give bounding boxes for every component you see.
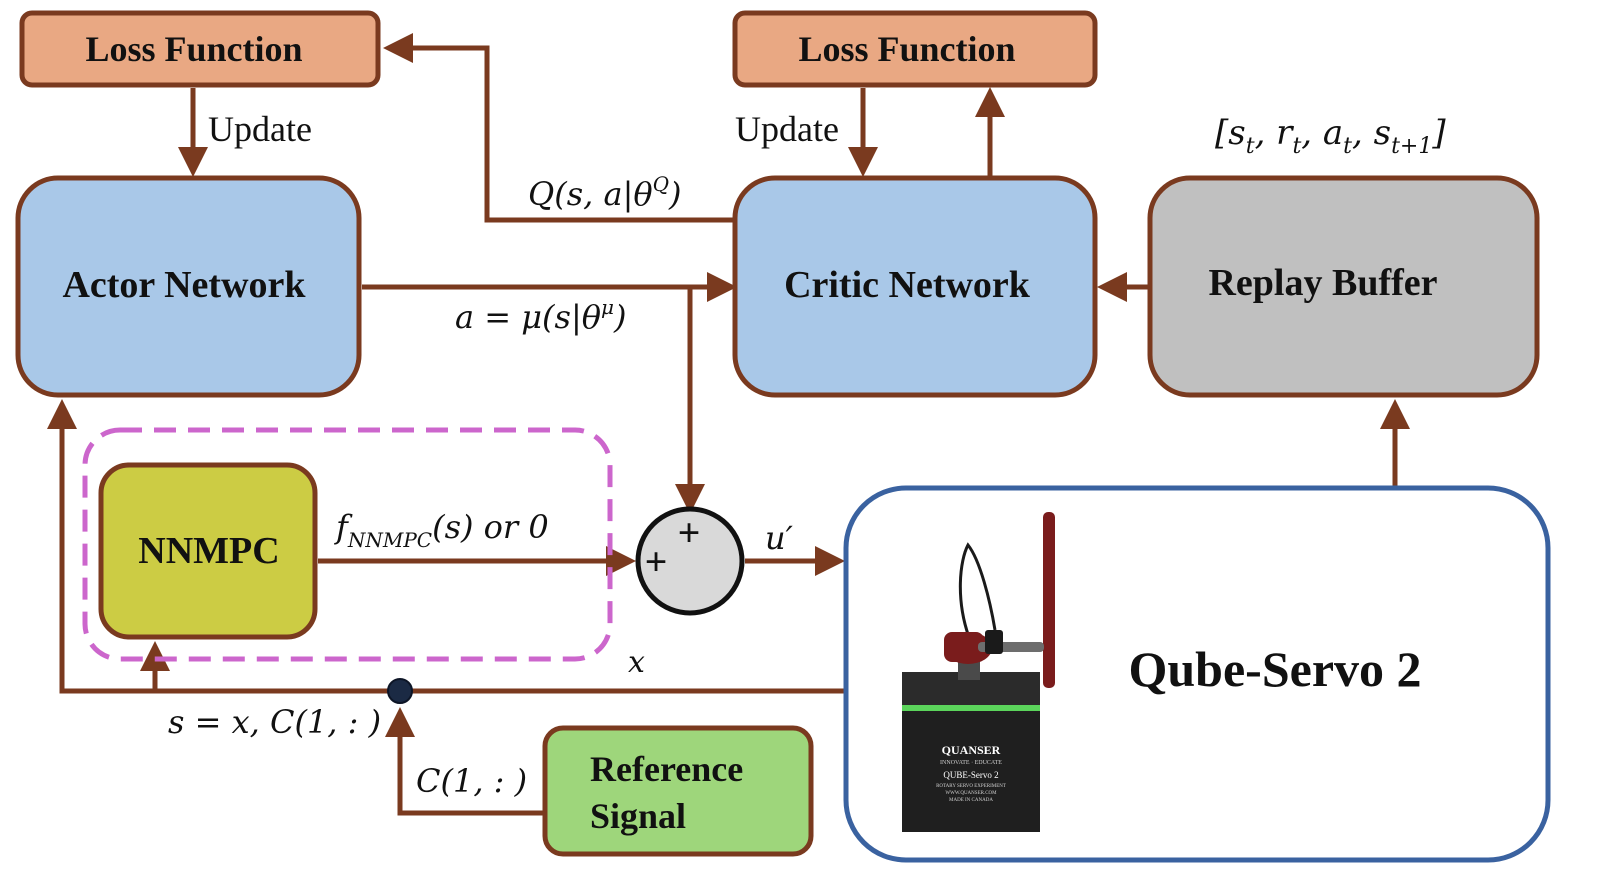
nnmpc-label: NNMPC: [138, 530, 279, 572]
state-feedback-line: [47, 398, 846, 694]
nnmpc-output-label: fNNMPC(s) or 0: [334, 508, 549, 552]
summing-junction: + +: [635, 506, 745, 616]
device-brand: QUANSER: [942, 743, 1001, 757]
update-right-label: Update: [735, 109, 839, 149]
actor-network-box: Actor Network: [15, 175, 362, 398]
reference-signal-output-label: C(1, : ): [416, 762, 527, 800]
plus-sign-top: +: [678, 510, 701, 555]
device-made: MADE IN CANADA: [949, 798, 993, 803]
loss-function-left-label: Loss Function: [85, 29, 302, 69]
state-label: s = x, C(1, : ): [168, 703, 381, 741]
critic-network-box: Critic Network: [732, 175, 1098, 398]
qube-servo-device-image: QUANSER INNOVATE · EDUCATE QUBE-Servo 2 …: [902, 512, 1055, 832]
actor-network-label: Actor Network: [62, 264, 306, 306]
device-tagline: INNOVATE · EDUCATE: [940, 760, 1002, 766]
action-label: a = μ(s|θμ): [455, 295, 626, 336]
update-left-label: Update: [208, 109, 312, 149]
q-value-arrow: [382, 33, 735, 223]
nnmpc-box: NNMPC: [98, 462, 318, 640]
reference-label-line1: Reference: [590, 749, 743, 789]
junction-dot: [387, 678, 413, 704]
q-value-label: Q(s, a|θQ): [528, 172, 682, 213]
x-label: x: [628, 645, 645, 680]
nnmpc-dashed-region: [82, 427, 613, 662]
loss-function-right: Loss Function: [732, 10, 1098, 88]
replay-buffer-box: Replay Buffer: [1147, 175, 1540, 398]
loss-function-left: Loss Function: [19, 10, 381, 88]
reference-signal-box: Reference Signal: [542, 725, 814, 857]
u-prime-label: u′: [765, 519, 794, 557]
device-url: WWW.QUANSER.COM: [945, 791, 997, 796]
reference-label-line2: Signal: [590, 796, 686, 836]
critic-network-label: Critic Network: [784, 264, 1031, 306]
loss-function-right-label: Loss Function: [798, 29, 1015, 69]
device-desc: ROTARY SERVO EXPERIMENT: [936, 784, 1006, 789]
transition-label: [st, rt, at, st+1]: [1215, 113, 1446, 159]
plus-sign-left: +: [645, 539, 668, 584]
qube-servo-label: Qube-Servo 2: [1128, 641, 1421, 697]
reference-to-junction-arrow: [385, 706, 545, 816]
replay-buffer-label: Replay Buffer: [1208, 262, 1437, 304]
device-model: QUBE-Servo 2: [943, 770, 998, 780]
